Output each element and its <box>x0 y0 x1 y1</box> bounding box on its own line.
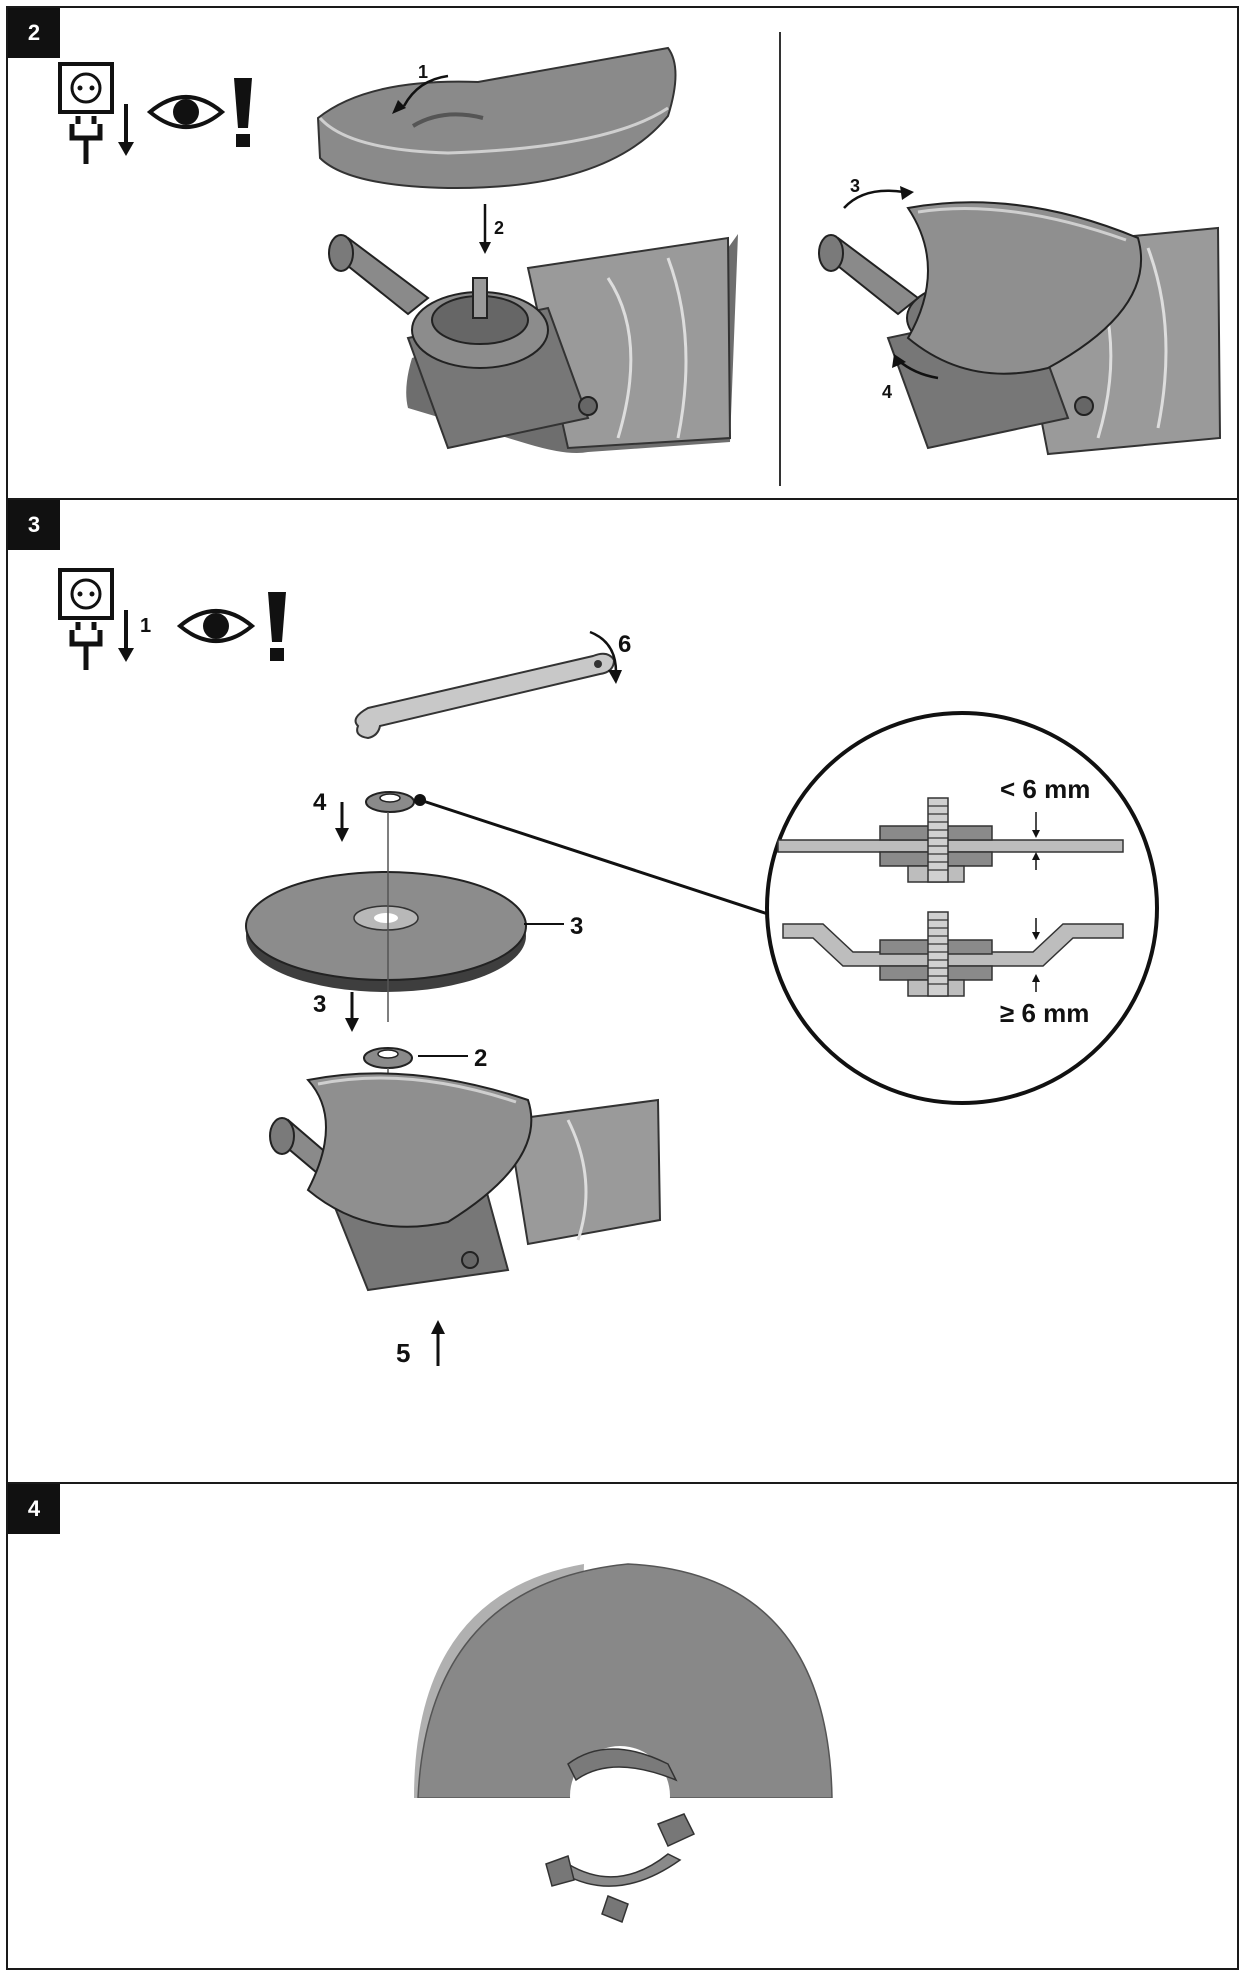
wheel-guard-illustration <box>316 46 677 190</box>
rotation-arrow <box>402 74 449 107</box>
panel-4-illustration <box>414 1563 834 1923</box>
step-label: 1 <box>418 62 428 82</box>
backing-flange-illustration <box>363 1047 413 1069</box>
flange-nut-illustration <box>365 791 415 813</box>
step-label: 3 <box>850 176 860 196</box>
step-label: 3 <box>313 991 326 1018</box>
panel-3: 3 1 6 <box>6 498 1239 1484</box>
step-label: 3 <box>570 913 583 940</box>
step-label: 6 <box>618 631 631 658</box>
eye-icon <box>146 95 226 129</box>
exclamation-icon <box>268 592 286 661</box>
step-label: 1 <box>140 615 151 637</box>
clearance-label-upper: < 6 mm <box>1000 774 1090 804</box>
flange-detail-circle <box>765 711 1159 1105</box>
grinding-disc-illustration <box>245 871 527 992</box>
power-plug-icon <box>58 62 134 164</box>
step-label: 5 <box>396 1338 410 1368</box>
panel-2: 2 1 2 <box>6 6 1239 500</box>
angle-grinder-with-guard-illustration <box>269 1072 662 1292</box>
clearance-label-lower: ≥ 6 mm <box>1000 998 1089 1028</box>
power-plug-icon <box>58 568 134 670</box>
panel-4: 4 <box>6 1482 1239 1970</box>
cutting-guard-illustration <box>414 1563 834 1923</box>
eye-icon <box>176 609 256 643</box>
step-label: 2 <box>494 218 504 238</box>
step-label: 2 <box>474 1045 487 1072</box>
spanner-wrench-illustration <box>354 652 616 740</box>
panel-2-illustration: 1 2 <box>58 32 1222 486</box>
panel-3-illustration: 1 6 4 <box>58 568 1159 1368</box>
angle-grinder-with-guard-illustration <box>818 201 1222 456</box>
step-label: 4 <box>313 789 327 816</box>
callout-line <box>419 798 769 916</box>
panel-number-badge: 4 <box>8 1484 60 1534</box>
step-label: 4 <box>882 382 892 402</box>
angle-grinder-illustration <box>328 234 738 453</box>
rotation-arrow <box>843 189 905 209</box>
exclamation-icon <box>234 78 252 147</box>
panel-number-badge: 2 <box>8 8 60 58</box>
rotation-arrow <box>589 630 618 673</box>
panel-number-badge: 3 <box>8 500 60 550</box>
